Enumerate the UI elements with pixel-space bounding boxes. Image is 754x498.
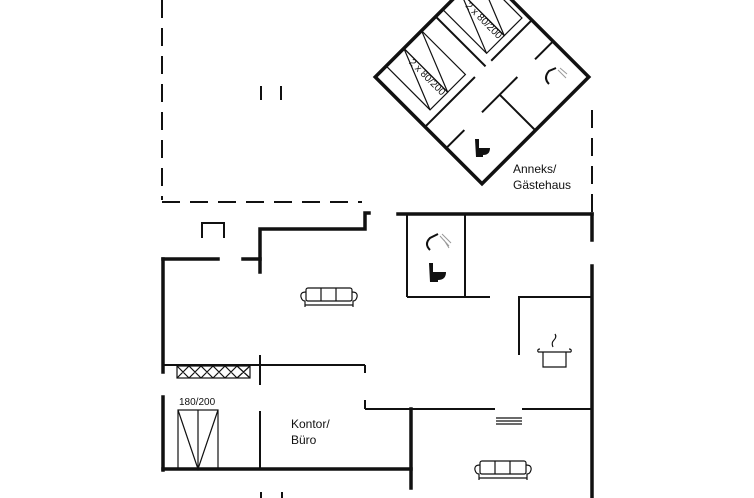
toilet-icon: [429, 263, 446, 282]
walls: [161, 211, 594, 498]
stairs-icon: [496, 417, 522, 425]
room-label-annex: Anneks/: [513, 162, 557, 176]
bed-icon: [385, 0, 523, 111]
dashed-outline: [161, 0, 593, 214]
room-label-annex-de: Gästehaus: [513, 178, 571, 192]
room-label-office-de: Büro: [291, 433, 317, 447]
wardrobe-icon: [176, 365, 251, 379]
room-label-office: Kontor/: [291, 417, 330, 431]
bed-size-label: 180/200: [179, 397, 216, 408]
sofa-icon: [300, 287, 358, 307]
toilet-icon: [475, 139, 490, 157]
bed-icon: [177, 409, 219, 471]
shower-icon: [545, 67, 568, 85]
sofa-icon: [474, 460, 532, 480]
shower-icon: [426, 233, 452, 251]
cooking-pot-icon: [537, 333, 572, 368]
